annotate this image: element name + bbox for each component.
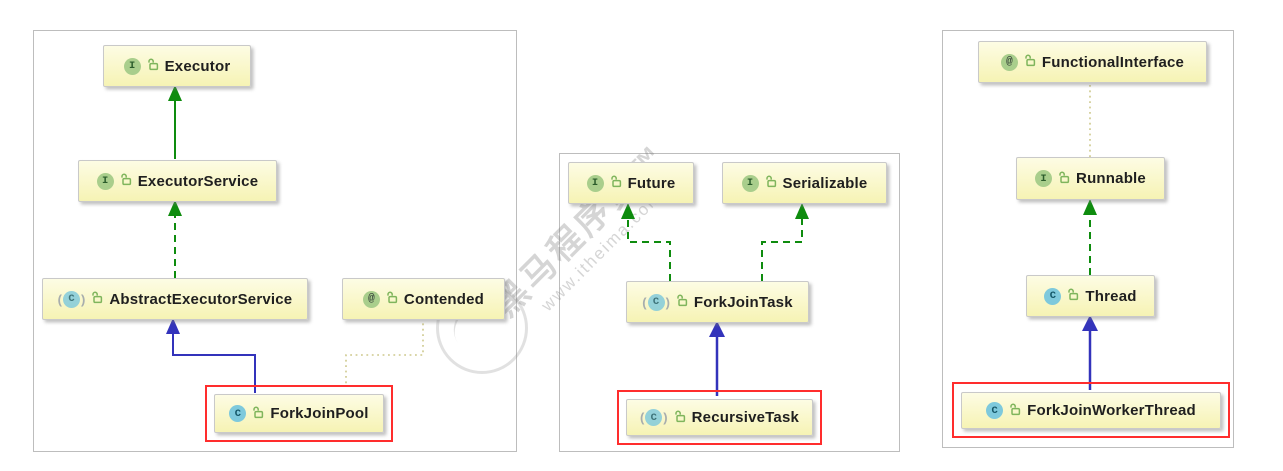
public-lock-icon bbox=[610, 175, 622, 188]
selection-highlight-forkjoinpool: C ForkJoinPool bbox=[205, 385, 393, 442]
class-node-forkjoinpool[interactable]: C ForkJoinPool bbox=[214, 394, 384, 433]
annotation-icon: @ bbox=[1000, 53, 1018, 71]
public-lock-icon bbox=[91, 291, 103, 304]
public-lock-icon bbox=[765, 175, 777, 188]
public-lock-icon bbox=[1058, 171, 1070, 184]
abstract-class-icon: C bbox=[640, 409, 668, 426]
diagram-panel-forkjoinworkerthread bbox=[942, 30, 1234, 448]
interface-icon: I bbox=[741, 174, 759, 192]
class-name-label: Contended bbox=[403, 290, 485, 308]
class-icon: C bbox=[1044, 287, 1062, 305]
class-name-label: ForkJoinTask bbox=[693, 293, 793, 311]
class-name-label: ForkJoinPool bbox=[270, 405, 369, 422]
class-node-executorservice[interactable]: I ExecutorService bbox=[78, 160, 277, 202]
public-lock-icon bbox=[1009, 403, 1021, 416]
public-lock-icon bbox=[674, 410, 686, 423]
class-icon: C bbox=[986, 402, 1004, 419]
class-name-label: RecursiveTask bbox=[691, 409, 800, 426]
abstract-class-icon: C bbox=[58, 290, 86, 308]
class-name-label: ForkJoinWorkerThread bbox=[1027, 402, 1196, 419]
selection-highlight-recursivetask: C RecursiveTask bbox=[617, 390, 822, 445]
class-node-forkjoinworkerthread[interactable]: C ForkJoinWorkerThread bbox=[961, 392, 1221, 429]
public-lock-icon bbox=[252, 406, 264, 419]
class-node-forkjointask[interactable]: C ForkJoinTask bbox=[626, 281, 809, 323]
class-icon: C bbox=[229, 405, 247, 422]
class-name-label: AbstractExecutorService bbox=[109, 290, 293, 308]
interface-icon: I bbox=[123, 57, 141, 75]
class-node-abstractexecutorservice[interactable]: C AbstractExecutorService bbox=[42, 278, 308, 320]
annotation-icon: @ bbox=[362, 290, 380, 308]
class-node-serializable[interactable]: I Serializable bbox=[722, 162, 887, 204]
class-node-runnable[interactable]: I Runnable bbox=[1016, 157, 1165, 200]
public-lock-icon bbox=[676, 294, 688, 307]
class-node-executor[interactable]: I Executor bbox=[103, 45, 251, 87]
class-node-functionalinterface[interactable]: @ FunctionalInterface bbox=[978, 41, 1207, 83]
class-name-label: Future bbox=[627, 174, 676, 192]
class-node-contended[interactable]: @ Contended bbox=[342, 278, 505, 320]
interface-icon: I bbox=[96, 172, 114, 190]
public-lock-icon bbox=[1067, 288, 1079, 301]
class-name-label: Runnable bbox=[1076, 170, 1146, 187]
abstract-class-icon: C bbox=[642, 293, 670, 311]
public-lock-icon bbox=[120, 173, 132, 186]
class-node-recursivetask[interactable]: C RecursiveTask bbox=[626, 399, 813, 436]
class-node-thread[interactable]: C Thread bbox=[1026, 275, 1155, 317]
interface-icon: I bbox=[1035, 170, 1053, 187]
public-lock-icon bbox=[1024, 54, 1036, 67]
selection-highlight-forkjoinworkerthread: C ForkJoinWorkerThread bbox=[952, 382, 1230, 438]
class-node-future[interactable]: I Future bbox=[568, 162, 694, 204]
class-name-label: Executor bbox=[164, 57, 231, 75]
class-name-label: Thread bbox=[1085, 287, 1137, 305]
public-lock-icon bbox=[147, 58, 159, 71]
diagram-panel-forkjoinpool bbox=[33, 30, 517, 452]
class-name-label: ExecutorService bbox=[137, 172, 259, 190]
class-name-label: Serializable bbox=[782, 174, 868, 192]
public-lock-icon bbox=[386, 291, 398, 304]
class-name-label: FunctionalInterface bbox=[1041, 53, 1185, 71]
interface-icon: I bbox=[586, 174, 604, 192]
